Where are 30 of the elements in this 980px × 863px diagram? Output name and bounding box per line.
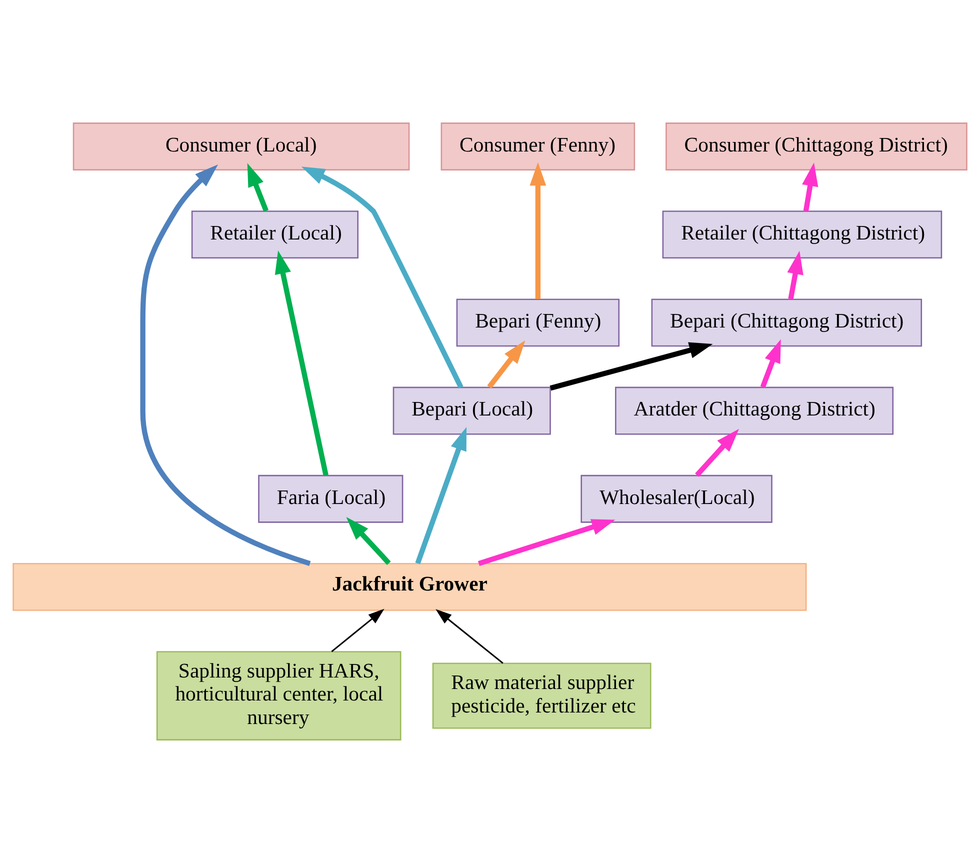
arrow	[530, 162, 546, 300]
arrow	[550, 342, 713, 391]
arrow	[301, 166, 464, 388]
arrow	[787, 250, 804, 300]
node-box: Bepari (Local)	[392, 386, 551, 435]
node-box: Consumer (Fenny)	[440, 122, 636, 170]
node-box: Wholesaler(Local)	[580, 474, 772, 523]
node-box: Sapling supplier HARS, horticultural center, local nursery	[156, 651, 402, 740]
arrow	[346, 517, 391, 565]
arrow	[331, 608, 384, 652]
arrow	[415, 426, 467, 564]
arrow	[140, 164, 311, 566]
node-box: Retailer (Chittagong District)	[662, 210, 942, 259]
node-box: Bepari (Chittagong District)	[651, 298, 922, 347]
arrow	[274, 250, 328, 476]
node-box: Consumer (Local)	[72, 122, 410, 170]
node-box: Consumer (Chittagong District)	[666, 122, 968, 170]
node-box: Bepari (Fenny)	[456, 298, 620, 347]
node-box: Retailer (Local)	[191, 210, 359, 259]
arrow	[802, 162, 818, 212]
arrow	[487, 340, 526, 389]
arrow	[760, 339, 781, 388]
arrow	[436, 609, 504, 664]
node-box: Aratder (Chittagong District)	[615, 386, 894, 435]
arrow	[478, 519, 616, 566]
node-box: Jackfruit Grower	[12, 562, 807, 611]
arrow	[247, 163, 269, 212]
node-box: Raw material supplier pesticide, fertilizer etc	[432, 662, 652, 729]
arrow	[695, 428, 739, 477]
node-box: Faria (Local)	[258, 474, 404, 523]
